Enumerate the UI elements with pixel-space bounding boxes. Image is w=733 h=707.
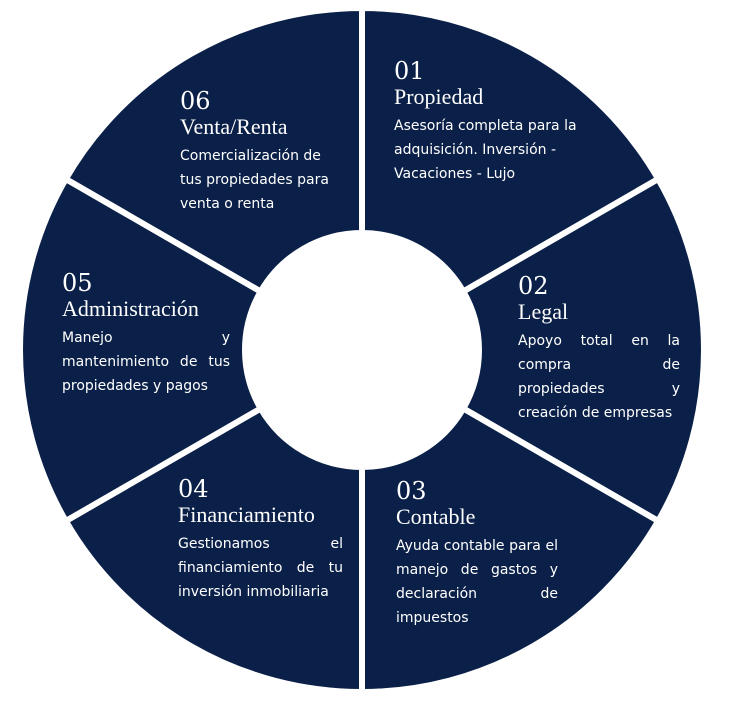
segment-04-financiamiento: 04 Financiamiento Gestionamos el financi…: [178, 476, 343, 604]
segment-number: 06: [180, 87, 211, 115]
segment-02-legal: 02 Legal Apoyo total en la compra de pro…: [518, 273, 680, 425]
segment-03-contable: 03 Contable Ayuda contable para el manej…: [396, 478, 558, 630]
segment-title: Propiedad: [394, 84, 484, 109]
segment-01-propiedad: 01 Propiedad Asesoría completa para la a…: [394, 58, 629, 186]
segment-number: 05: [62, 269, 93, 297]
segment-title: Administración: [62, 296, 199, 321]
center-hole: [245, 233, 479, 467]
segment-description: Asesoría completa para la adquisición. I…: [394, 118, 577, 182]
segment-06-venta-renta: 06 Venta/Renta Comercialización de tus p…: [180, 88, 345, 216]
segment-description: Comercialización de tus propiedades para…: [180, 148, 329, 212]
segment-description: Ayuda contable para el manejo de gastos …: [396, 538, 558, 626]
segment-number: 04: [178, 475, 209, 503]
segment-description: Apoyo total en la compra de propiedades …: [518, 333, 680, 421]
segment-number: 03: [396, 477, 427, 505]
segment-title: Venta/Renta: [180, 114, 288, 139]
segment-title: Contable: [396, 504, 476, 529]
segment-description: Manejo y mantenimiento de tus propiedade…: [62, 330, 230, 394]
segment-title: Financiamiento: [178, 502, 315, 527]
segment-title: Legal: [518, 299, 569, 324]
segment-number: 02: [518, 272, 549, 300]
segment-description: Gestionamos el financiamiento de tu inve…: [178, 536, 343, 600]
segment-number: 01: [394, 57, 425, 85]
segment-05-administracion: 05 Administración Manejo y mantenimiento…: [62, 270, 230, 398]
